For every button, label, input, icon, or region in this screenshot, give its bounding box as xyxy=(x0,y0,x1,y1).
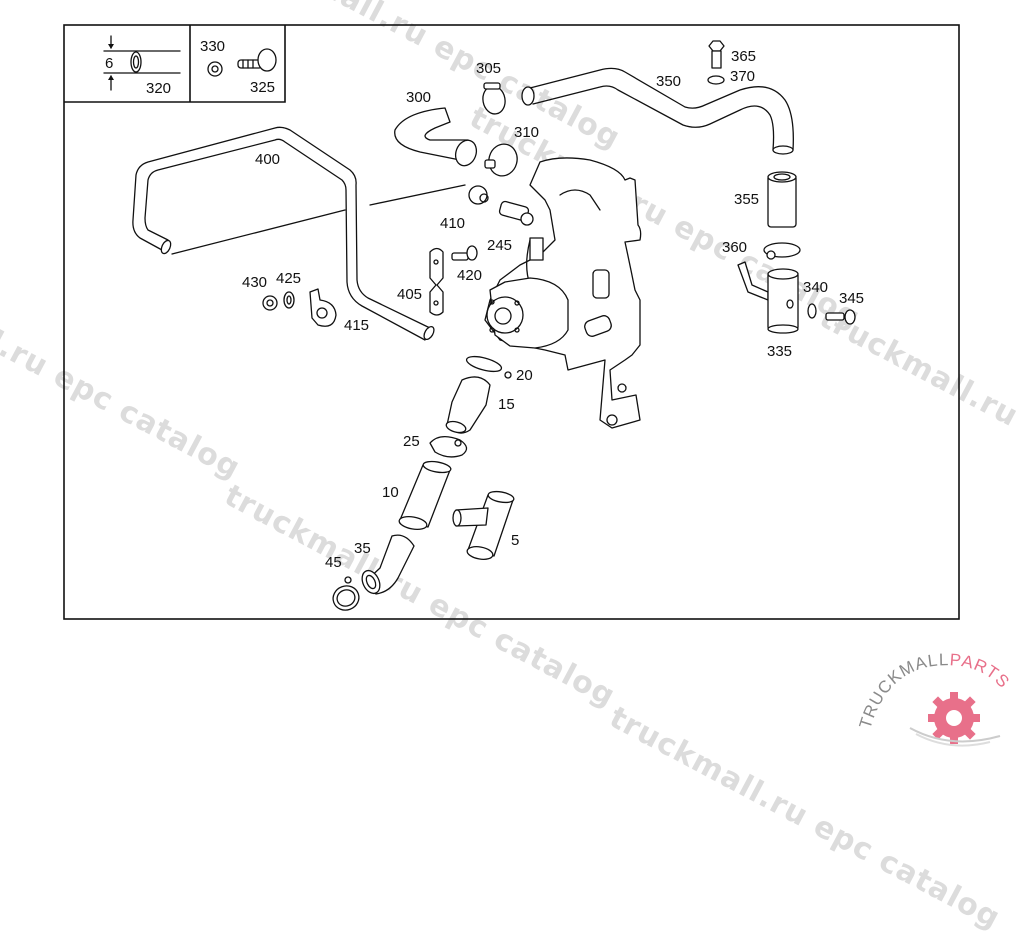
clamp-20-part xyxy=(465,355,512,379)
nut-430-part xyxy=(262,295,278,311)
callout-370: 370 xyxy=(730,68,755,85)
tee-pipe-5-part xyxy=(452,490,515,560)
callout-335: 335 xyxy=(767,343,792,360)
callout-420: 420 xyxy=(457,267,482,284)
pipe-10-part xyxy=(398,460,452,531)
callout-5: 5 xyxy=(511,532,519,549)
elbow-hose-35-part xyxy=(361,534,415,595)
callout-355: 355 xyxy=(734,191,759,208)
parts-diagram: 6 320 330 325 400 xyxy=(63,24,960,620)
bolt-345-part xyxy=(825,309,856,325)
dimension-value: 6 xyxy=(105,55,113,72)
callout-320: 320 xyxy=(146,80,171,97)
callout-245: 245 xyxy=(487,237,512,254)
inset-box: 6 320 330 325 xyxy=(64,25,286,103)
callout-45: 45 xyxy=(325,554,342,571)
callout-10: 10 xyxy=(382,484,399,501)
callout-325: 325 xyxy=(250,79,275,96)
callout-360: 360 xyxy=(722,239,747,256)
clamp-305-part xyxy=(482,82,506,115)
bolt-365-part xyxy=(708,40,725,69)
callout-20: 20 xyxy=(516,367,533,384)
clip-415-part xyxy=(309,288,337,327)
truckmall-parts-logo: TRUCKMALLPARTS xyxy=(856,650,1013,747)
callout-35: 35 xyxy=(354,540,371,557)
callout-415: 415 xyxy=(344,317,369,334)
callout-330: 330 xyxy=(200,38,225,55)
gear-icon xyxy=(928,692,980,744)
bolt-325-part xyxy=(237,48,277,72)
callout-410: 410 xyxy=(440,215,465,232)
callout-400: 400 xyxy=(255,151,280,168)
hose-350-part xyxy=(521,67,794,155)
hose-300-part xyxy=(394,107,478,167)
sleeve-355-part xyxy=(767,171,797,228)
callout-405: 405 xyxy=(397,286,422,303)
clamp-45-part xyxy=(332,576,360,611)
washer-340-part xyxy=(807,303,817,319)
spacer-320-part xyxy=(130,51,142,73)
clamp-310-part xyxy=(484,143,518,177)
bolt-420-part xyxy=(451,245,478,261)
callout-425: 425 xyxy=(276,270,301,287)
washer-425-part xyxy=(283,291,295,309)
washer-370-part xyxy=(707,75,725,85)
callout-340: 340 xyxy=(803,279,828,296)
pipe-400-part xyxy=(132,126,466,341)
fitting-335-part xyxy=(737,261,799,334)
hose-15-part xyxy=(445,376,491,434)
callout-300: 300 xyxy=(406,89,431,106)
clamp-25-part xyxy=(429,436,468,458)
callout-310: 310 xyxy=(514,124,539,141)
callout-25: 25 xyxy=(403,433,420,450)
callout-365: 365 xyxy=(731,48,756,65)
pump-pulley-hub xyxy=(486,277,569,349)
nut-330-part xyxy=(207,61,223,77)
diagram-frame xyxy=(63,24,960,620)
bracket-405-part xyxy=(429,247,444,316)
callout-350: 350 xyxy=(656,73,681,90)
callout-305: 305 xyxy=(476,60,501,77)
clamp-360-part xyxy=(763,242,801,260)
union-410-part xyxy=(468,185,534,226)
callout-345: 345 xyxy=(839,290,864,307)
callout-430: 430 xyxy=(242,274,267,291)
callout-15: 15 xyxy=(498,396,515,413)
